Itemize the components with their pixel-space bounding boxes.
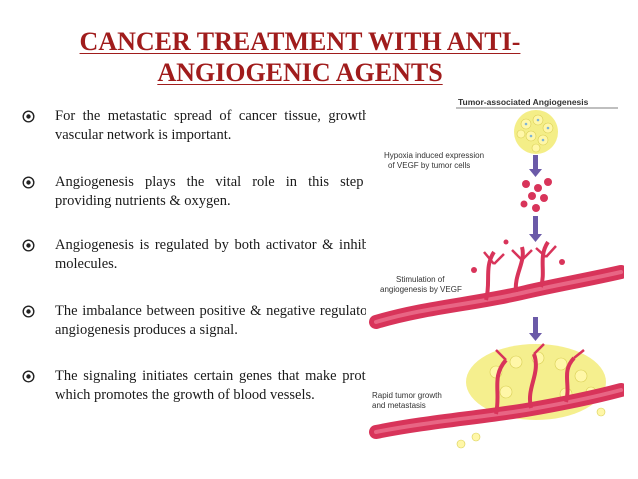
title-line-1: CANCER TREATMENT WITH ANTI-: [79, 27, 521, 56]
vascularized-tumor: [369, 343, 624, 449]
figure-label-stimulation-1: Stimulation of: [396, 275, 445, 284]
blood-vessel-sprouting: [369, 239, 624, 329]
bullet-item: Angiogenesis plays the vital role in thi…: [22, 173, 389, 211]
figure-label-hypoxia-2: of VEGF by tumor cells: [388, 161, 470, 170]
figure-label-metastasis-1: Rapid tumor growth: [372, 391, 442, 400]
angiogenesis-illustration: Tumor-associated Angiogenesis Hypoxia in…: [366, 92, 624, 454]
vegf-molecules: [520, 178, 552, 212]
circled-dot-bullet-icon: [22, 110, 35, 123]
bullet-item: For the metastatic spread of cancer tiss…: [22, 107, 389, 145]
bullet-item: The signaling initiates certain genes th…: [22, 367, 389, 405]
circled-dot-bullet-icon: [22, 370, 35, 383]
circled-dot-bullet-icon: [22, 239, 35, 252]
bullet-text: The signaling initiates certain genes th…: [55, 368, 389, 403]
circled-dot-bullet-icon: [22, 305, 35, 318]
bullet-text: For the metastatic spread of cancer tiss…: [55, 108, 389, 143]
bullet-item: Angiogenesis is regulated by both activa…: [22, 236, 389, 274]
title-line-2: ANGIOGENIC AGENTS: [157, 58, 443, 87]
bullet-text: Angiogenesis plays the vital role in thi…: [55, 174, 389, 209]
bullet-text: Angiogenesis is regulated by both activa…: [55, 237, 389, 272]
figure-heading: Tumor-associated Angiogenesis: [458, 97, 589, 107]
figure-label-stimulation-2: angiogenesis by VEGF: [380, 285, 462, 294]
down-arrow-icon: [529, 317, 542, 341]
bullet-item: The imbalance between positive & negativ…: [22, 302, 389, 340]
figure-label-metastasis-2: and metastasis: [372, 401, 426, 410]
tumor-cell-cluster: [514, 110, 558, 154]
bullet-text: The imbalance between positive & negativ…: [55, 303, 389, 338]
circled-dot-bullet-icon: [22, 176, 35, 189]
slide-title: CANCER TREATMENT WITH ANTI- ANGIOGENIC A…: [40, 26, 560, 88]
figure-label-hypoxia-1: Hypoxia induced expression: [384, 151, 484, 160]
down-arrow-icon: [529, 216, 542, 242]
down-arrow-icon: [529, 155, 542, 177]
